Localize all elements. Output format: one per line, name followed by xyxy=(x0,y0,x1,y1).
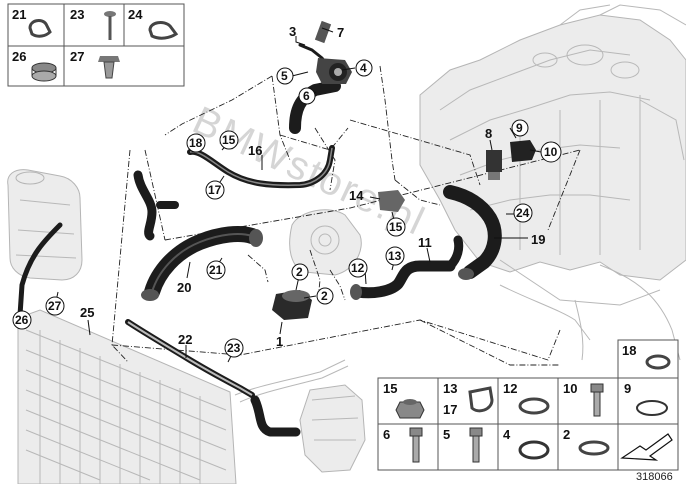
hose-16 xyxy=(187,145,335,189)
grid-label-6: 6 xyxy=(383,427,390,442)
o-ring-icon xyxy=(636,400,668,416)
callout-17: 17 xyxy=(208,183,222,197)
grid-label-13: 13 xyxy=(443,381,457,396)
callout-22: 22 xyxy=(178,332,192,347)
sensor-8 xyxy=(486,140,536,180)
callout-6: 6 xyxy=(303,89,310,103)
bolt-icon xyxy=(590,383,604,417)
radiator-ghost xyxy=(17,309,237,484)
parts-grid-bottom-right: 18 15 13 17 12 10 9 xyxy=(377,339,679,471)
callout-1: 1 xyxy=(276,334,283,349)
callout-2a: 2 xyxy=(296,265,303,279)
clamp-icon xyxy=(31,62,57,82)
callout-27: 27 xyxy=(48,299,62,313)
pipe-ghost-c xyxy=(239,365,349,403)
hose-lower xyxy=(250,395,301,437)
callout-7: 7 xyxy=(337,25,344,40)
grid-label-18: 18 xyxy=(622,343,636,358)
clip-14 xyxy=(378,190,405,212)
callout-9: 9 xyxy=(516,121,523,135)
pin-icon xyxy=(104,11,116,40)
hose-22 xyxy=(125,319,255,398)
callout-26: 26 xyxy=(15,313,29,327)
callout-25: 25 xyxy=(80,305,94,320)
clamp-icon xyxy=(28,19,52,38)
bracket-3 xyxy=(298,20,352,84)
callout-11: 11 xyxy=(418,235,432,250)
grid-label-17: 17 xyxy=(443,402,457,417)
callout-18: 18 xyxy=(189,136,203,150)
water-pump-ghost xyxy=(289,209,362,276)
hose-upper-left xyxy=(133,170,179,241)
callout-8: 8 xyxy=(485,126,492,141)
callout-5: 5 xyxy=(281,69,288,83)
callout-4: 4 xyxy=(360,61,367,75)
grid-label-23: 23 xyxy=(70,7,84,22)
callout-14: 14 xyxy=(349,188,364,203)
grid-label-2: 2 xyxy=(563,427,570,442)
clamp-icon xyxy=(645,354,671,370)
pin-icon xyxy=(98,56,120,79)
pipe-ghost-a xyxy=(499,284,591,341)
expansion-tank-ghost xyxy=(7,169,83,281)
callout-13: 13 xyxy=(388,249,402,263)
hose-6 xyxy=(289,80,341,134)
hose-tank xyxy=(17,222,63,318)
clamp-icon xyxy=(578,440,610,456)
o-ring-icon xyxy=(518,440,550,460)
grid-label-4: 4 xyxy=(503,427,511,442)
grid-label-27: 27 xyxy=(70,49,84,64)
callout-21: 21 xyxy=(209,263,223,277)
callout-15a: 15 xyxy=(222,133,236,147)
callout-20: 20 xyxy=(177,280,191,295)
callout-23: 23 xyxy=(227,341,241,355)
screw-icon xyxy=(469,427,483,463)
clamp-icon xyxy=(518,397,550,415)
engine-block-ghost xyxy=(419,4,686,361)
thermostat-1 xyxy=(272,290,312,320)
grid-label-9: 9 xyxy=(624,381,631,396)
screw-icon xyxy=(409,427,423,463)
parts-grid-top-left: 21 23 24 26 27 xyxy=(7,3,185,87)
callout-24: 24 xyxy=(516,206,530,220)
grid-label-15: 15 xyxy=(383,381,397,396)
grid-label-24: 24 xyxy=(128,7,143,22)
grid-label-10: 10 xyxy=(563,381,577,396)
grid-label-12: 12 xyxy=(503,381,517,396)
auxiliary-pump-ghost xyxy=(299,384,366,473)
callout-19: 19 xyxy=(531,232,545,247)
hose-20 xyxy=(141,226,263,301)
arrow-icon xyxy=(620,433,673,461)
clamp-icon xyxy=(148,21,179,40)
hose-11 xyxy=(350,235,464,300)
callout-10: 10 xyxy=(544,145,558,159)
assembly-dashed-lines xyxy=(111,65,581,366)
hose-19 xyxy=(443,185,502,280)
callout-2b: 2 xyxy=(321,289,328,303)
clamp-icon xyxy=(468,386,494,413)
reference-number: 318066 xyxy=(636,471,673,483)
callout-labels: 3 7 5 4 6 8 9 10 18 15 16 17 14 15 24 19… xyxy=(12,24,562,358)
callout-3: 3 xyxy=(289,24,296,39)
nut-icon xyxy=(395,399,425,419)
callout-12: 12 xyxy=(351,261,365,275)
grid-label-5: 5 xyxy=(443,427,450,442)
callout-16: 16 xyxy=(248,143,262,158)
grid-label-26: 26 xyxy=(12,49,26,64)
grid-label-21: 21 xyxy=(12,7,26,22)
callout-15b: 15 xyxy=(389,220,403,234)
